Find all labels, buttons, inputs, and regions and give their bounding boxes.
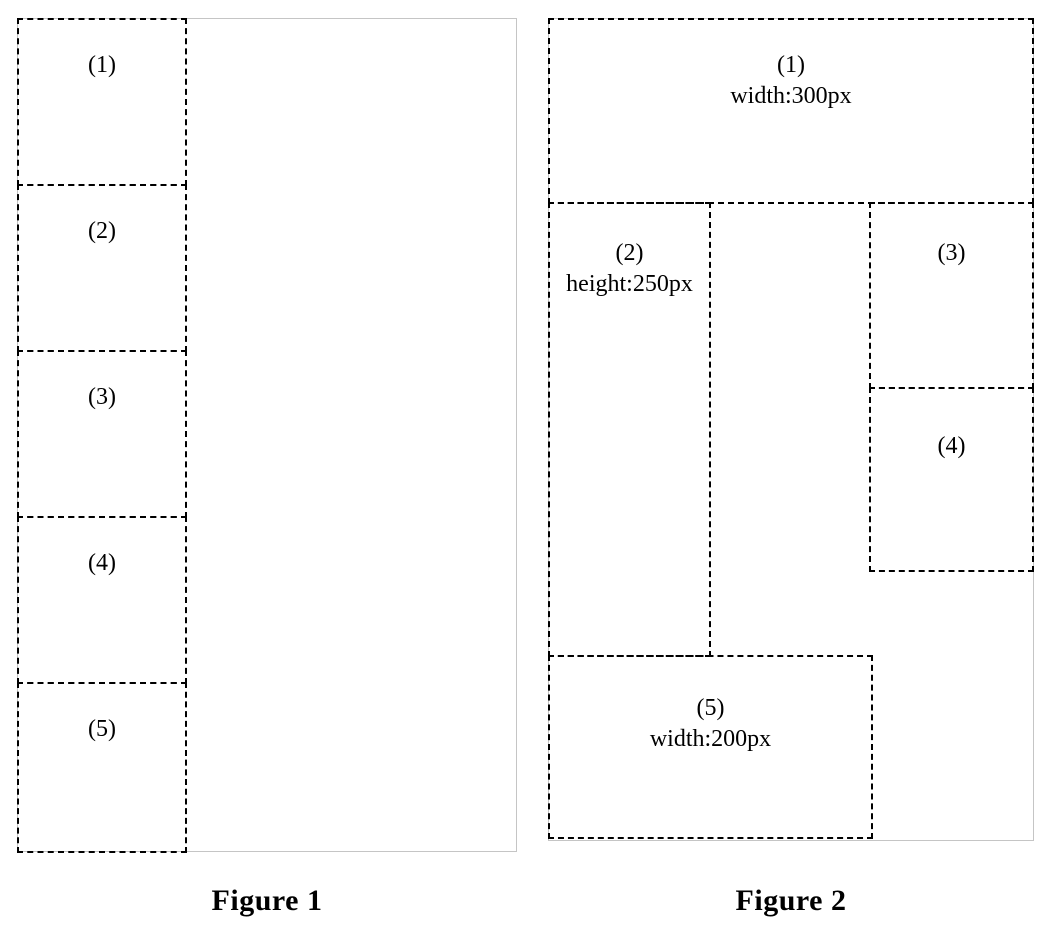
box-label: (4): [937, 433, 966, 459]
figure1-box-5: (5): [17, 682, 187, 853]
box-label: (3): [88, 384, 116, 410]
figure1-box-1: (1): [17, 18, 187, 186]
figure2-box-4: (4): [869, 387, 1034, 572]
box-label: (5): [88, 716, 116, 742]
figure2-box-3: (3): [869, 202, 1034, 389]
box-label: (5): [696, 695, 725, 721]
box-size-annotation: width:200px: [649, 726, 772, 752]
figure1-box-2: (2): [17, 184, 187, 352]
figure1-container: (1) (2) (3) (4) (5): [17, 18, 517, 853]
figure1-box-3: (3): [17, 350, 187, 518]
box-label: (1): [777, 52, 805, 78]
box-label: (3): [937, 240, 966, 266]
figure1-caption: Figure 1: [211, 884, 323, 917]
figure2-container: (1) width:300px (2) height:250px (3) (4)…: [548, 18, 1034, 841]
figure2-box-2: (2) height:250px: [548, 202, 711, 657]
box-size-annotation: height:250px: [566, 271, 693, 297]
figure2-caption: Figure 2: [735, 884, 847, 917]
box-label: (2): [88, 218, 116, 244]
figure1-box-4: (4): [17, 516, 187, 684]
box-size-annotation: width:300px: [730, 83, 852, 109]
figure2-box-1: (1) width:300px: [548, 18, 1034, 204]
box-label: (4): [88, 550, 116, 576]
box-label: (1): [88, 52, 116, 78]
figure2-box-5: (5) width:200px: [548, 655, 873, 839]
box-label: (2): [615, 240, 644, 266]
